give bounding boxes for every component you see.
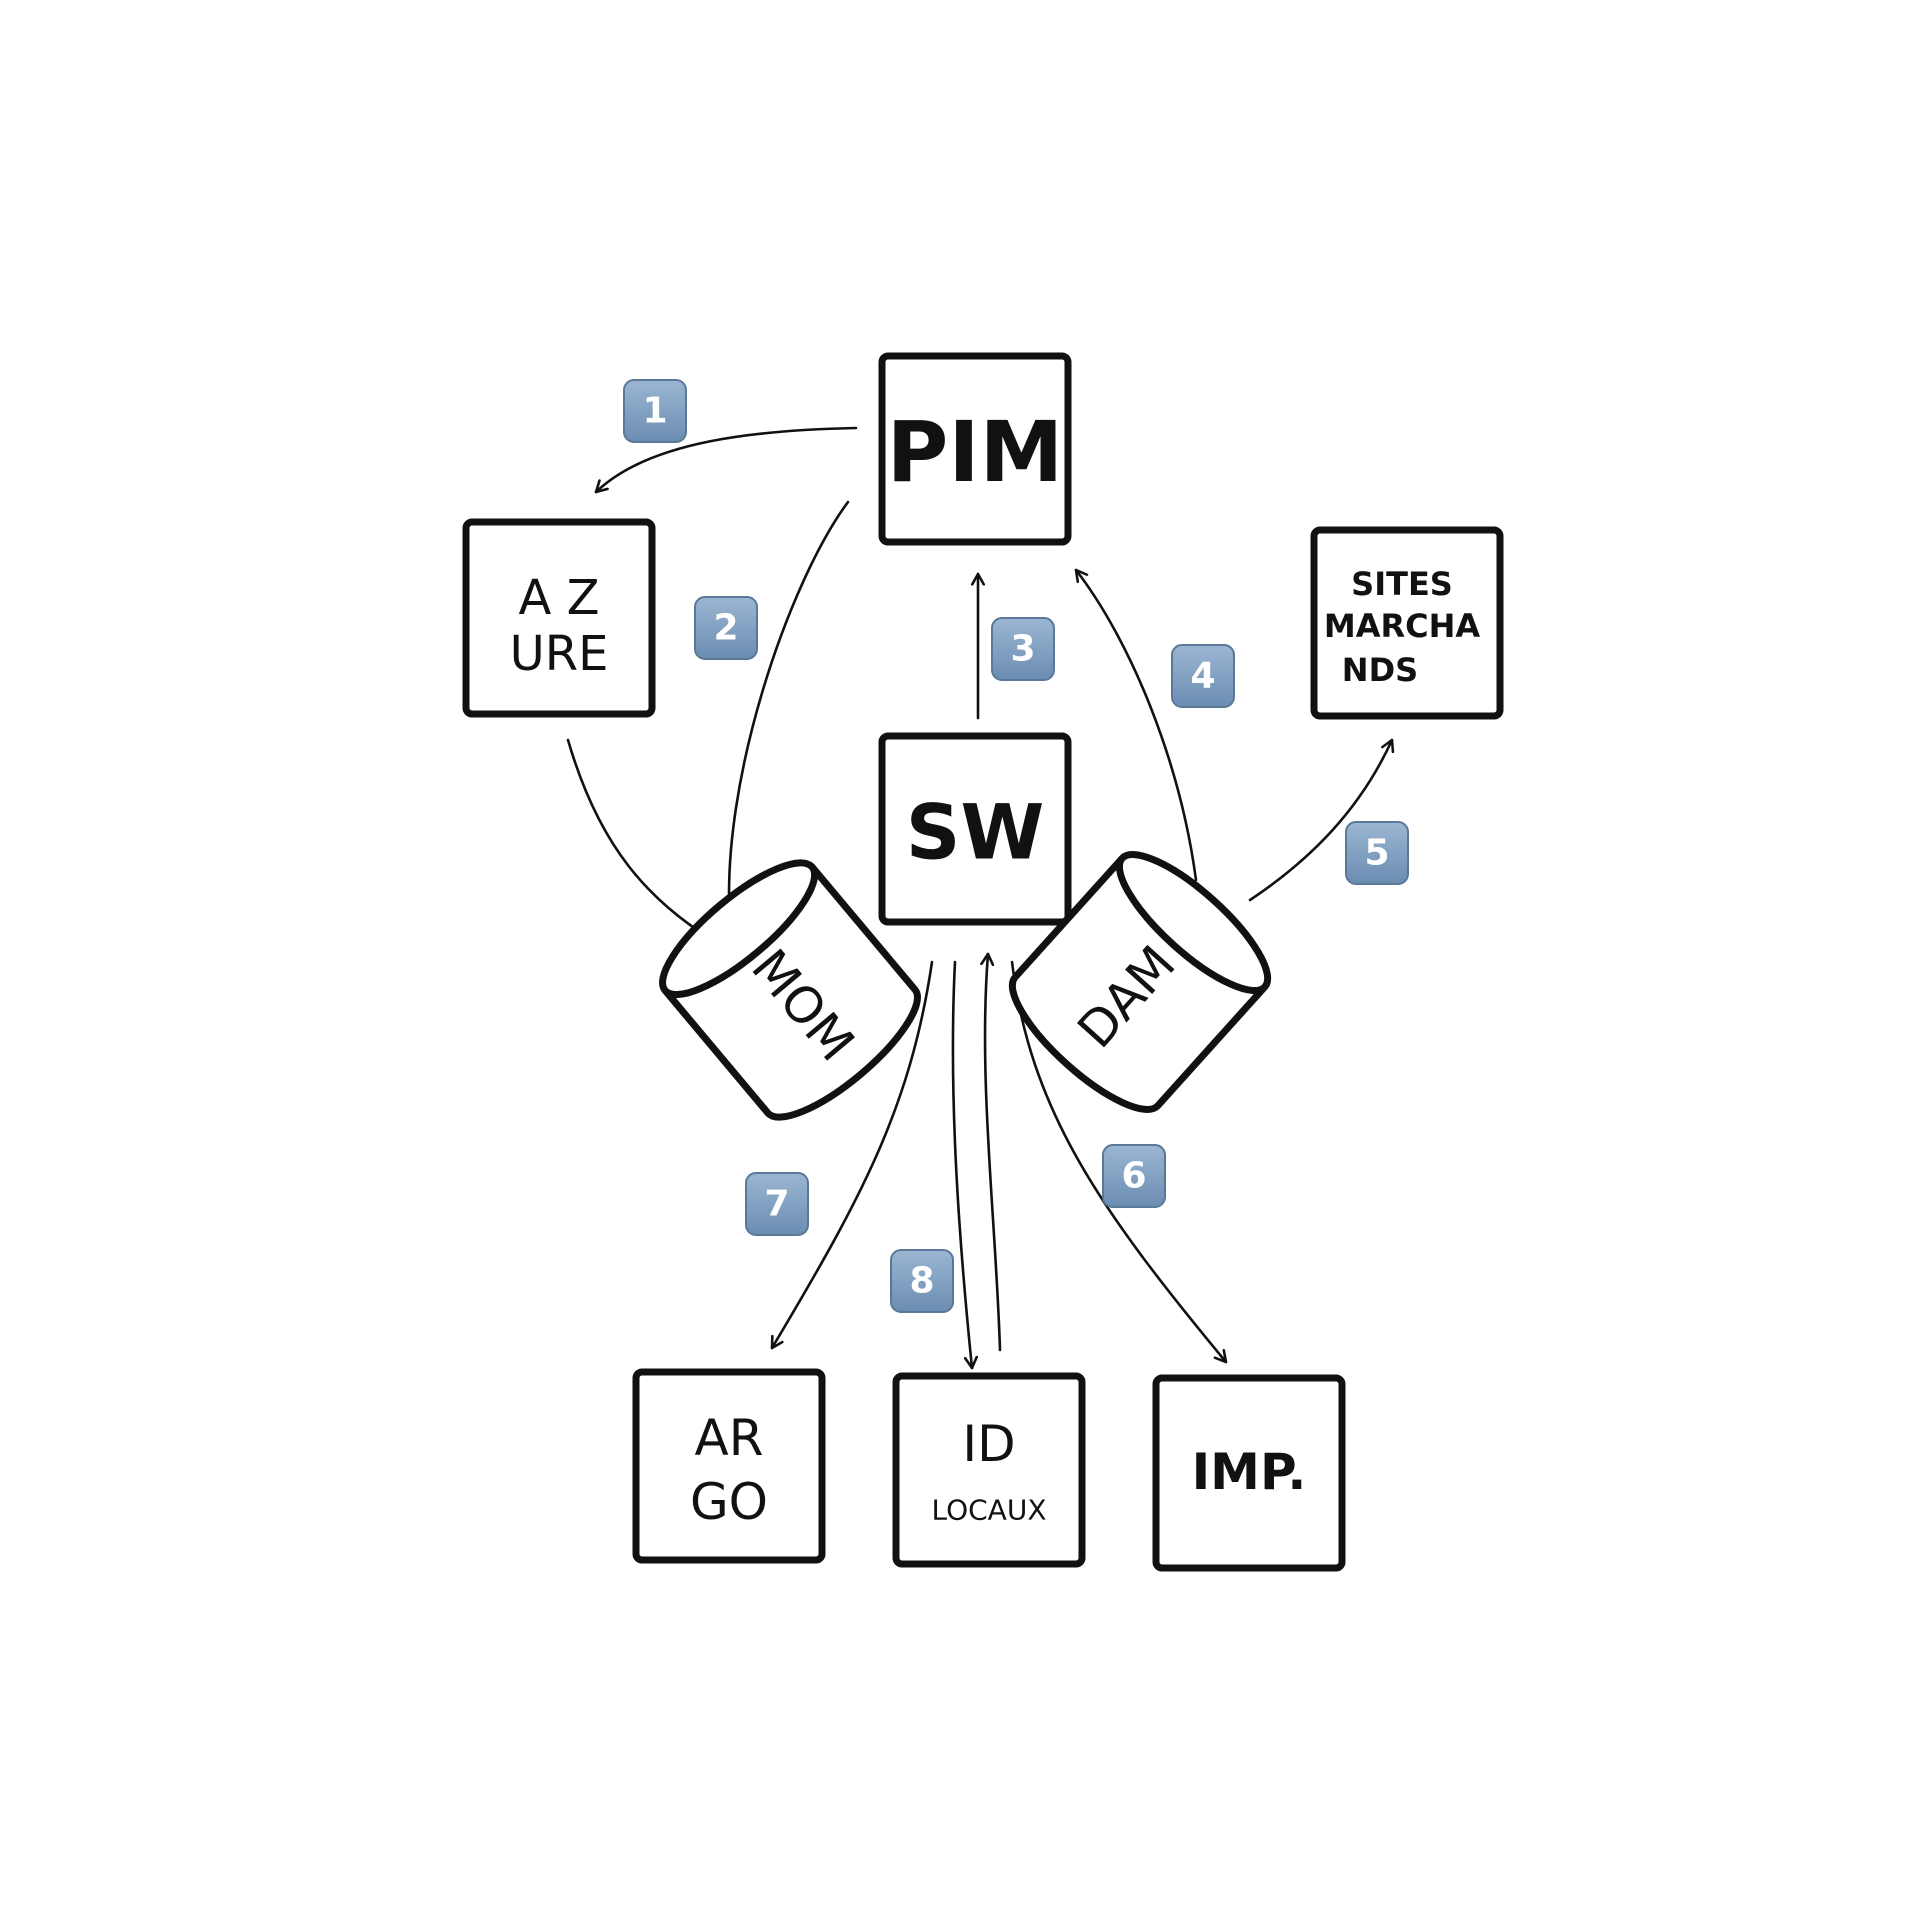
sites-label-1: MARCHA — [1324, 607, 1481, 645]
id-locaux-node: ID LOCAUX — [892, 1372, 1086, 1568]
badge-6: 6 — [1102, 1144, 1166, 1208]
badge-5: 5 — [1345, 821, 1409, 885]
badge-6-text: 6 — [1121, 1156, 1146, 1197]
badge-4-text: 4 — [1190, 656, 1215, 697]
badge-3: 3 — [991, 617, 1055, 681]
badge-1: 1 — [623, 379, 687, 443]
pim-node: PIM — [878, 352, 1072, 546]
badge-2-text: 2 — [713, 608, 738, 649]
link-pim-mom — [729, 500, 850, 924]
imp-label-0: IMP. — [1192, 1443, 1307, 1501]
argo-node: AR GO — [632, 1368, 826, 1564]
link-dam-pim — [1074, 568, 1198, 882]
badge-2: 2 — [694, 596, 758, 660]
sites-label-0: SITES — [1351, 565, 1453, 603]
sw-node: SW — [878, 732, 1072, 926]
pim-label-0: PIM — [887, 403, 1063, 501]
badge-8: 8 — [890, 1249, 954, 1313]
link-sw-argo — [770, 960, 934, 1350]
link-sw-id-down — [951, 960, 972, 1370]
id-label-0: ID — [962, 1415, 1015, 1473]
badge-5-text: 5 — [1364, 833, 1389, 874]
link-pim-azure — [594, 426, 858, 494]
badge-7-text: 7 — [764, 1184, 789, 1225]
sw-label-0: SW — [906, 788, 1045, 877]
link-azure-mom — [566, 738, 714, 942]
azure-label-1: URE — [510, 626, 609, 682]
badge-7: 7 — [745, 1172, 809, 1236]
argo-label-0: AR — [695, 1409, 764, 1467]
azure-node: A Z URE — [462, 518, 656, 718]
imp-node: IMP. — [1152, 1374, 1346, 1572]
azure-label-0: A Z — [519, 570, 600, 626]
badge-3-text: 3 — [1010, 629, 1035, 670]
argo-label-1: GO — [690, 1473, 768, 1531]
sites-label-2: NDS — [1342, 651, 1418, 689]
sites-marchands-node: SITES MARCHA NDS — [1310, 526, 1504, 720]
dam-database: DAM — [1008, 851, 1272, 1113]
badge-8-text: 8 — [909, 1261, 934, 1302]
link-dam-sites — [1248, 738, 1392, 902]
id-label-1: LOCAUX — [931, 1494, 1046, 1527]
badge-4: 4 — [1171, 644, 1235, 708]
badge-1-text: 1 — [642, 391, 667, 432]
link-id-sw-up — [985, 952, 1002, 1352]
link-sw-imp — [1010, 960, 1228, 1364]
mom-database: MOM — [659, 859, 921, 1121]
